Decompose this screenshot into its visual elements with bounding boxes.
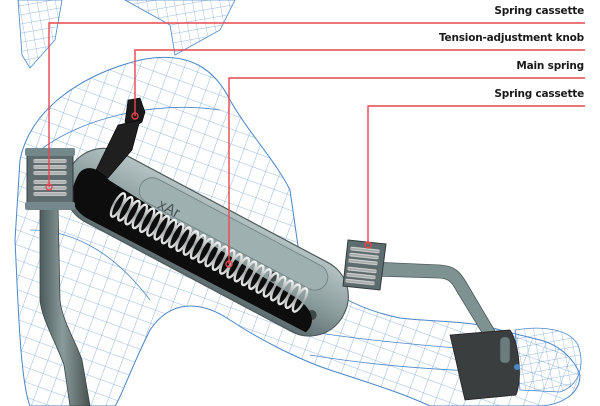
label-spring-cassette-top: Spring cassette (494, 5, 584, 17)
main-spring-coils (109, 192, 309, 313)
callout-lines (48, 22, 585, 264)
anchor-dot (364, 241, 372, 249)
callout-line-tension-knob (134, 49, 585, 116)
spring-cassette-left (25, 148, 75, 210)
wireframe-body (14, 0, 582, 406)
anchor-dot (131, 112, 139, 120)
label-main-spring: Main spring (516, 60, 584, 72)
callout-line-spring-cassette-left (48, 22, 585, 187)
callout-line-main-spring (228, 77, 585, 264)
callout-line-spring-cassette-right (367, 105, 585, 245)
label-spring-cassette-bottom: Spring cassette (494, 88, 584, 100)
callout-anchors (45, 112, 372, 268)
anchor-dot (45, 183, 53, 191)
anchor-dot (225, 260, 233, 268)
forearm-cuff (449, 329, 520, 401)
label-tension-adjustment-knob: Tension-adjustment knob (438, 32, 584, 44)
spring-cassette-right (342, 239, 387, 291)
support-tube-left (39, 204, 91, 406)
